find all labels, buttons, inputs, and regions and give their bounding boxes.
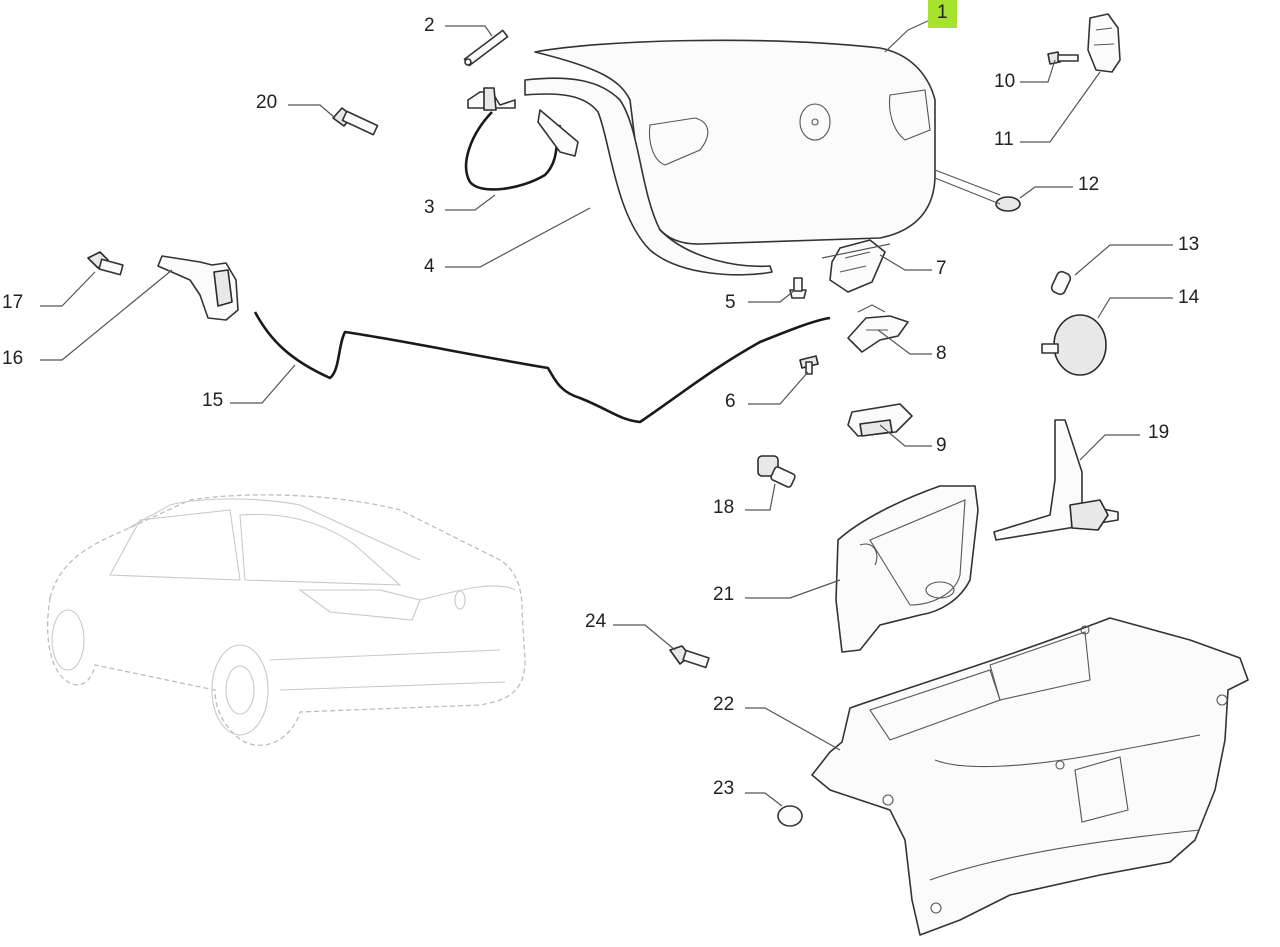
- callout-6: 6: [725, 391, 736, 412]
- callout-21: 21: [713, 584, 735, 605]
- leader-lines: [40, 19, 1173, 807]
- adjustable-stop-14-part: [1041, 314, 1107, 376]
- bulb-18-part: [757, 455, 796, 488]
- callout-3: 3: [424, 197, 435, 218]
- trunk-liner-22-part: [811, 617, 1249, 936]
- guide-9-part: [847, 403, 913, 437]
- gas-strut-part: [463, 29, 509, 67]
- screw-10-part: [1047, 51, 1079, 65]
- callout-17: 17: [2, 292, 24, 313]
- callout-15: 15: [202, 390, 224, 411]
- callout-24: 24: [585, 611, 607, 632]
- callout-16: 16: [2, 348, 24, 369]
- callout-4: 4: [424, 256, 435, 277]
- callout-19: 19: [1148, 422, 1170, 443]
- trim-panel-21-part: [835, 485, 979, 653]
- callout-9: 9: [936, 435, 947, 456]
- pin-5-part: [789, 277, 807, 299]
- callout-11: 11: [994, 129, 1014, 150]
- bracket-19-part: [993, 419, 1119, 541]
- callout-7: 7: [936, 258, 947, 279]
- screw-6-part: [799, 355, 819, 375]
- callout-8: 8: [936, 343, 947, 364]
- callout-23: 23: [713, 778, 735, 799]
- callout-2: 2: [424, 15, 435, 36]
- bracket-11-part: [1087, 13, 1121, 73]
- lock-housing-16-part: [157, 255, 239, 321]
- callout-5: 5: [725, 292, 736, 313]
- callout-14: 14: [1178, 287, 1200, 308]
- trunk-lid-part: [534, 39, 936, 245]
- striker-8-part: [847, 304, 909, 353]
- lid-hinge-part: [464, 87, 579, 191]
- rubber-stop-12-part: [995, 196, 1021, 212]
- callout-1: 1: [928, 0, 957, 28]
- callout-22: 22: [713, 694, 735, 715]
- callout-20: 20: [256, 92, 278, 113]
- callout-12: 12: [1078, 174, 1100, 195]
- clip-23-part: [777, 805, 803, 827]
- bolt-24-part: [669, 645, 710, 669]
- screw-17-part: [87, 251, 124, 276]
- car-outline-illustration: [46, 494, 526, 746]
- callout-18: 18: [713, 497, 735, 518]
- latch-7-part: [821, 239, 891, 293]
- bumper-pad-13-part: [1050, 270, 1072, 296]
- weatherstrip-seal-part: [524, 77, 773, 276]
- release-cable-15-part: [253, 311, 831, 424]
- callout-13: 13: [1178, 234, 1200, 255]
- bolt-20-part: [332, 107, 379, 136]
- callout-10: 10: [994, 71, 1016, 92]
